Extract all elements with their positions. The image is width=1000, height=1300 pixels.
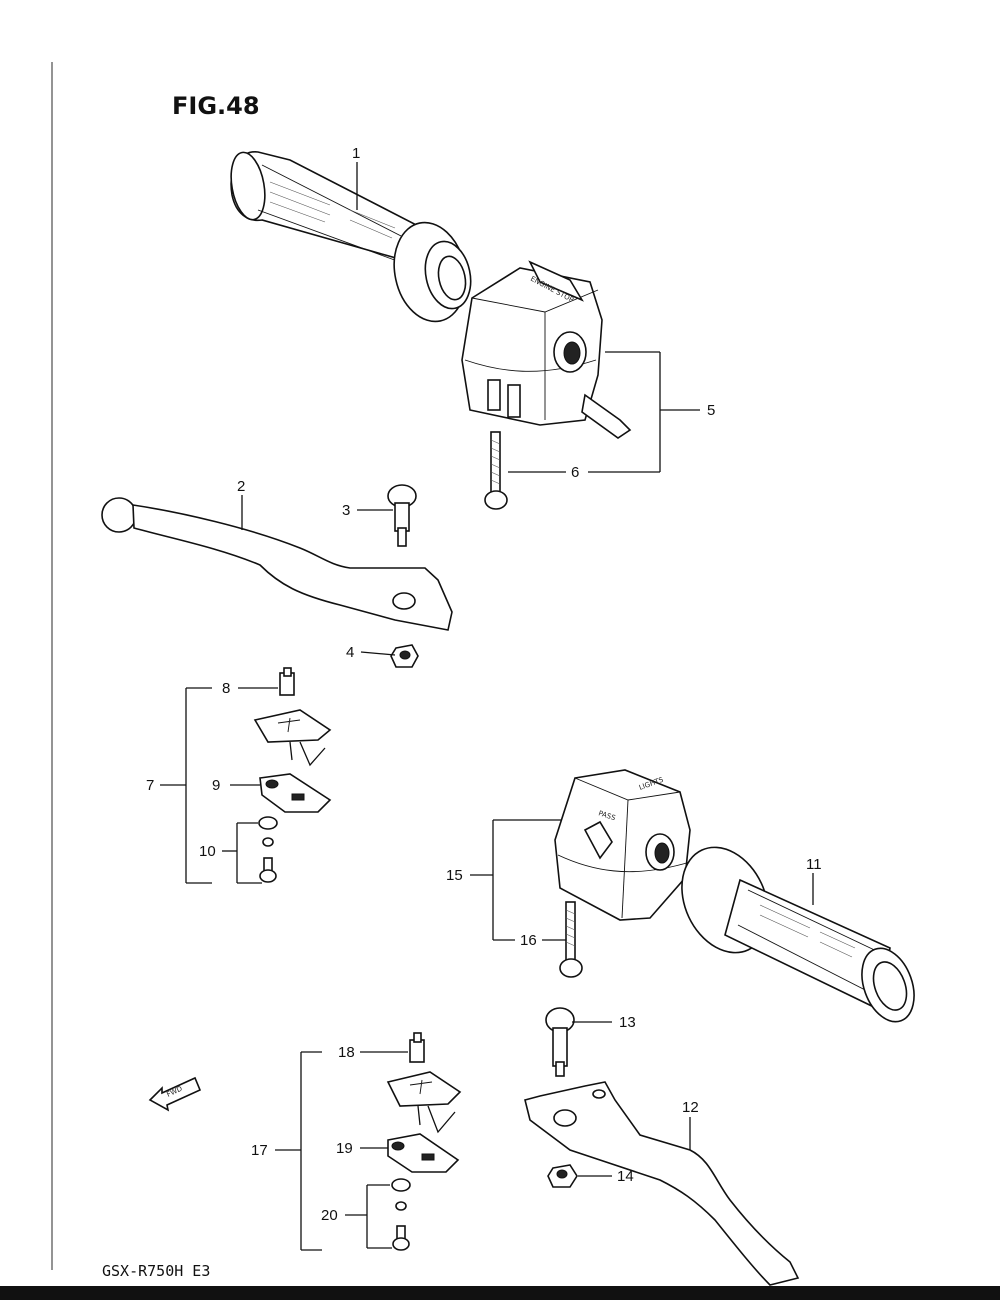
callout-3: 3 bbox=[342, 502, 350, 519]
brake-switch-holder bbox=[259, 773, 332, 813]
callout-13: 13 bbox=[619, 1014, 636, 1031]
callout-8: 8 bbox=[222, 680, 230, 697]
switch-screw-left bbox=[559, 901, 583, 978]
clutch-switch-connector bbox=[409, 1032, 425, 1063]
callout-14: 14 bbox=[617, 1168, 634, 1185]
clutch-pivot-bolt bbox=[545, 1007, 575, 1077]
switch-washer-screw bbox=[258, 816, 278, 883]
left-handlebar-switch: PASS LIGHTS bbox=[554, 769, 691, 921]
clutch-lever-nut bbox=[547, 1164, 578, 1188]
clutch-switch-body bbox=[386, 1071, 462, 1134]
bottom-border-bar bbox=[0, 1286, 1000, 1300]
callout-10: 10 bbox=[199, 843, 216, 860]
brake-lever bbox=[101, 497, 453, 631]
callout-16: 16 bbox=[520, 932, 537, 949]
callout-18: 18 bbox=[338, 1044, 355, 1061]
right-handlebar-switch: ENGINE STOP bbox=[461, 260, 632, 439]
clutch-lever bbox=[524, 1081, 800, 1286]
lever-pivot-bolt bbox=[387, 484, 417, 547]
throttle-grip bbox=[230, 151, 472, 323]
model-code: GSX-R750H E3 bbox=[102, 1262, 210, 1280]
figure-title: FIG.48 bbox=[172, 92, 260, 120]
brake-switch-connector bbox=[279, 667, 295, 696]
callout-1: 1 bbox=[352, 145, 360, 162]
callout-9: 9 bbox=[212, 777, 220, 794]
callout-7: 7 bbox=[146, 777, 154, 794]
callout-17: 17 bbox=[251, 1142, 268, 1159]
callout-15: 15 bbox=[446, 867, 463, 884]
callout-2: 2 bbox=[237, 478, 245, 495]
clutch-switch-holder bbox=[387, 1133, 460, 1173]
callout-12: 12 bbox=[682, 1099, 699, 1116]
leader-lines bbox=[160, 162, 814, 1251]
brake-switch-body bbox=[253, 709, 332, 767]
forward-direction-arrow: FWD bbox=[148, 1076, 202, 1112]
callout-20: 20 bbox=[321, 1207, 338, 1224]
callout-4: 4 bbox=[346, 644, 354, 661]
callout-numbers: 1 2 3 4 5 6 7 8 9 10 11 12 13 14 15 16 1… bbox=[146, 145, 822, 1224]
clutch-switch-washer-screw bbox=[391, 1178, 411, 1251]
callout-11: 11 bbox=[806, 856, 822, 873]
lever-nut bbox=[390, 644, 419, 668]
callout-19: 19 bbox=[336, 1140, 353, 1157]
left-handlebar-grip bbox=[681, 846, 915, 1023]
callout-6: 6 bbox=[571, 464, 579, 481]
switch-screw-right bbox=[484, 431, 508, 510]
callout-5: 5 bbox=[707, 402, 715, 419]
